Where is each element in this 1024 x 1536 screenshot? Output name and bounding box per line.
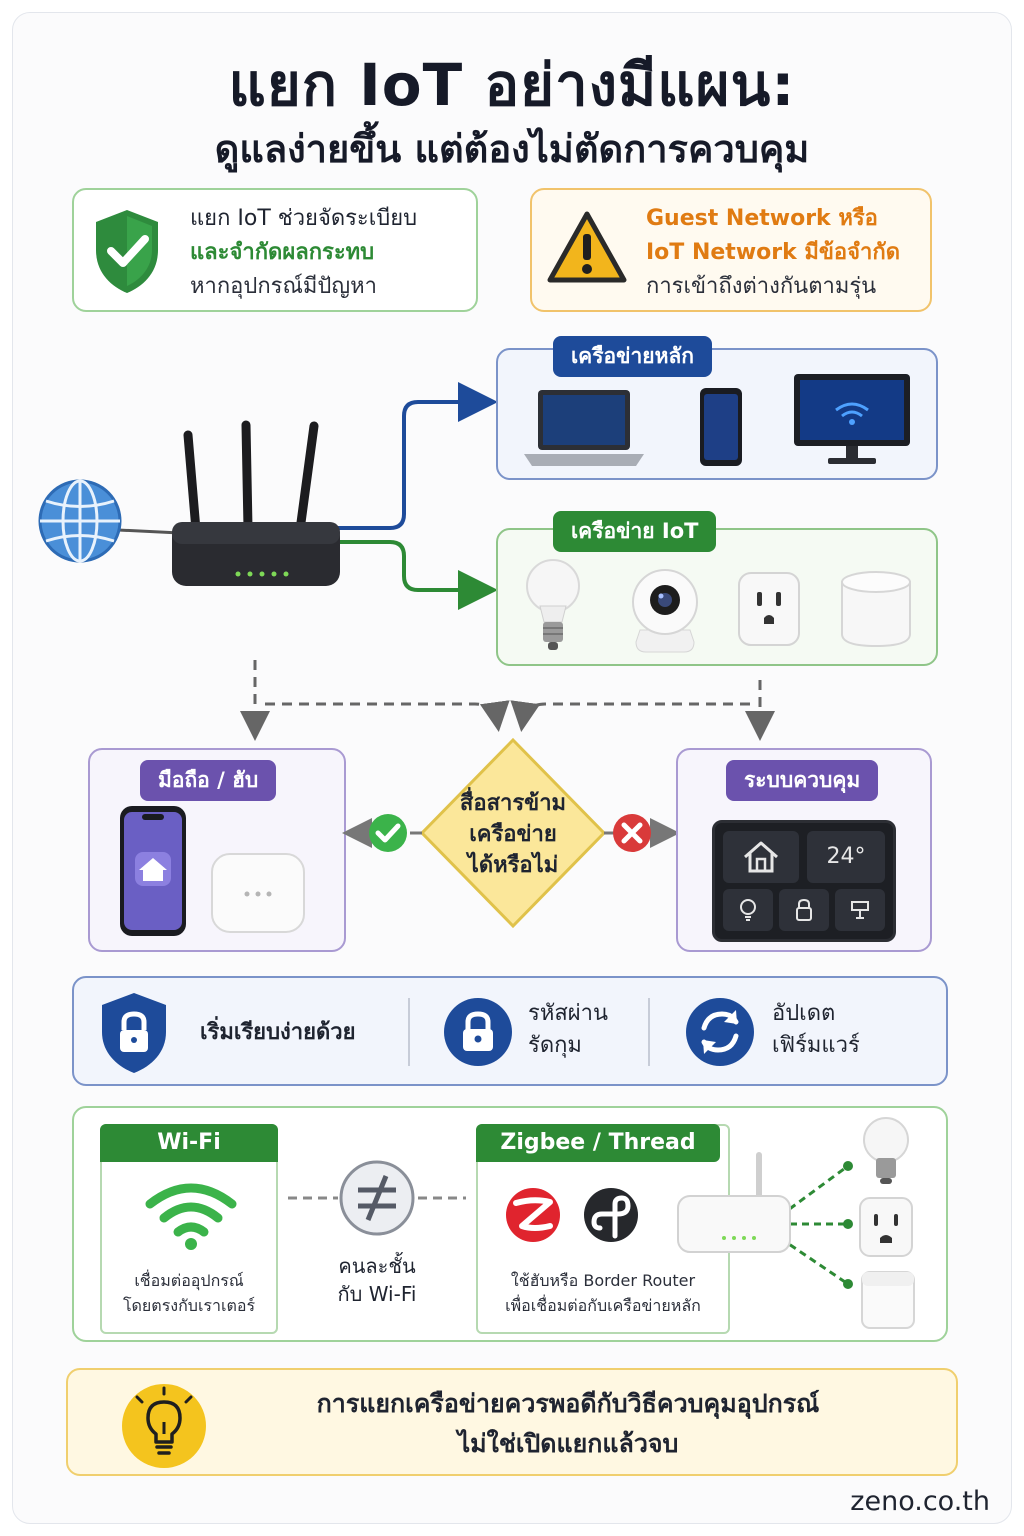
- smartphone-icon: [700, 388, 742, 466]
- home-tile: [723, 831, 799, 883]
- laptop-icon: [524, 390, 644, 466]
- decision-line-3: ได้หรือไม่: [467, 853, 559, 878]
- update-refresh-icon: [686, 998, 754, 1066]
- protocol-card: Wi-Fi เชื่อมต่ออุปกรณ์ โดยตรงกับเราเตอร์…: [72, 1106, 948, 1342]
- smart-plug-icon: [738, 572, 800, 646]
- zigbee-description: ใช้ฮับหรือ Border Router เพื่อเชื่อมต่อก…: [478, 1268, 728, 1318]
- shield-lock-icon: [102, 993, 166, 1073]
- wifi-desc-line-1: เชื่อมต่ออุปกรณ์: [134, 1271, 244, 1290]
- decision-line-1: สื่อสารข้าม: [459, 791, 567, 816]
- basics-divider-1: [408, 998, 410, 1066]
- check-circle-icon: [369, 814, 407, 852]
- decision-text: สื่อสารข้าม เครือข่าย ได้หรือไม่: [430, 788, 596, 881]
- benefit-line-3: หากอุปกรณ์มีปัญหา: [190, 274, 377, 299]
- wifi-icon: [145, 1183, 237, 1250]
- temperature-tile: 24°: [807, 831, 885, 883]
- dashed-arrow-to-decision-left: [265, 700, 510, 732]
- smartphone-icon: [120, 806, 186, 936]
- phone-hub-card: [88, 748, 346, 952]
- update-line-1: อัปเดต: [772, 1001, 836, 1026]
- not-equal-line-1: คนละชั้น: [338, 1254, 416, 1278]
- decision-diagram: [342, 737, 680, 929]
- wifi-label: Wi-Fi: [100, 1124, 278, 1162]
- password-lock-icon: [444, 998, 512, 1066]
- basics-card: เริ่มเรียบง่ายด้วย รหัสผ่าน รัดกุม อัปเด…: [72, 976, 948, 1086]
- home-icon: [744, 841, 778, 873]
- zigbee-desc-line-2: เพื่อเชื่อมต่อกับเครือข่ายหลัก: [505, 1296, 701, 1315]
- basics-divider-2: [648, 998, 650, 1066]
- iot-network-label: เครือข่าย IoT: [553, 511, 717, 552]
- network-diagram: [38, 382, 775, 741]
- update-text: อัปเดต เฟิร์มแวร์: [772, 998, 860, 1062]
- page-title: แยก IoT อย่างมีแผน:: [228, 51, 796, 119]
- hub-device-icon: [211, 853, 305, 933]
- smart-plug-icon: [859, 1197, 913, 1257]
- main-network-card: [496, 348, 938, 480]
- benefit-line-1: แยก IoT ช่วยจัดระเบียบ: [190, 206, 418, 231]
- not-equal-text: คนละชั้น กับ Wi-Fi: [312, 1252, 442, 1308]
- phone-hub-label: มือถือ / ฮับ: [140, 760, 277, 801]
- light-tile: [723, 889, 773, 931]
- warning-line-1: Guest Network หรือ: [646, 206, 878, 231]
- wifi-desc-line-2: โดยตรงกับเราเตอร์: [122, 1296, 256, 1315]
- tip-line-2: ไม่ใช่เปิดแยกแล้วจบ: [457, 1429, 679, 1458]
- globe-icon: [38, 479, 122, 563]
- shield-check-icon: [96, 210, 158, 293]
- benefit-card: แยก IoT ช่วยจัดระเบียบ และจำกัดผลกระทบ ห…: [72, 188, 478, 312]
- control-label: ระบบควบคุม: [726, 760, 879, 801]
- tip-text: การแยกเครือข่ายควรพอดีกับวิธีควบคุมอุปกร…: [228, 1384, 908, 1464]
- lightbulb-icon: [122, 1384, 206, 1468]
- internet-link: [117, 528, 181, 535]
- page-subtitle: ดูแลง่ายขึ้น แต่ต้องไม่ตัดการควบคุม: [214, 127, 810, 171]
- iot-network-arrow: [330, 540, 498, 610]
- tip-line-1: การแยกเครือข่ายควรพอดีกับวิธีควบคุมอุปกร…: [316, 1389, 820, 1418]
- password-line-1: รหัสผ่าน: [528, 1001, 609, 1026]
- warning-line-2: IoT Network มีข้อจำกัด: [646, 240, 900, 265]
- zigbee-desc-line-1: ใช้ฮับหรือ Border Router: [510, 1271, 696, 1290]
- camera-icon: [632, 569, 698, 653]
- password-text: รหัสผ่าน รัดกุม: [528, 998, 608, 1062]
- not-equal-connector: [288, 1160, 466, 1236]
- decision-diamond: [419, 737, 607, 929]
- tip-card: การแยกเครือข่ายควรพอดีกับวิธีควบคุมอุปกร…: [66, 1368, 958, 1476]
- warning-triangle-icon: [547, 211, 627, 283]
- main-network-label: เครือข่ายหลัก: [553, 336, 712, 377]
- wifi-box: Wi-Fi เชื่อมต่ออุปกรณ์ โดยตรงกับเราเตอร์: [100, 1124, 278, 1334]
- main-network-arrow: [330, 382, 498, 530]
- dashed-arrow-to-decision-right: [510, 700, 750, 732]
- smart-bulb-icon: [863, 1117, 909, 1184]
- password-line-2: รัดกุม: [528, 1033, 582, 1058]
- smart-bulb-icon: [526, 559, 580, 650]
- bulb-icon: [740, 899, 756, 921]
- wifi-description: เชื่อมต่ออุปกรณ์ โดยตรงกับเราเตอร์: [102, 1268, 276, 1318]
- not-equal-line-2: กับ Wi-Fi: [337, 1282, 417, 1306]
- warning-line-3: การเข้าถึงต่างกันตามรุ่น: [646, 274, 877, 299]
- sensor-icon: [861, 1271, 915, 1329]
- monitor-icon: [794, 374, 910, 464]
- border-router-diagram: [677, 1117, 915, 1329]
- lamp-icon: [851, 901, 869, 919]
- lamp-tile: [835, 889, 885, 931]
- update-line-2: เฟิร์มแวร์: [772, 1033, 860, 1058]
- thread-logo-icon: [584, 1188, 638, 1242]
- zigbee-label: Zigbee / Thread: [476, 1124, 720, 1162]
- border-router-icon: [677, 1152, 791, 1253]
- zigbee-box: Zigbee / Thread ใช้ฮับหรือ Border Router…: [476, 1124, 730, 1334]
- cross-circle-icon: [613, 814, 651, 852]
- lock-icon: [796, 898, 812, 921]
- footer-brand: zeno.co.th: [850, 1486, 990, 1517]
- control-panel-device: 24°: [712, 820, 896, 942]
- router-icon: [172, 420, 340, 586]
- warning-card: Guest Network หรือ IoT Network มีข้อจำกั…: [530, 188, 932, 312]
- lock-tile: [779, 889, 829, 931]
- decision-line-2: เครือข่าย: [469, 822, 557, 847]
- zigbee-logo-icon: [506, 1188, 560, 1242]
- basics-start-text: เริ่มเรียบง่ายด้วย: [200, 1020, 356, 1045]
- benefit-line-2: และจำกัดผลกระทบ: [190, 240, 375, 265]
- smart-speaker-icon: [841, 571, 911, 648]
